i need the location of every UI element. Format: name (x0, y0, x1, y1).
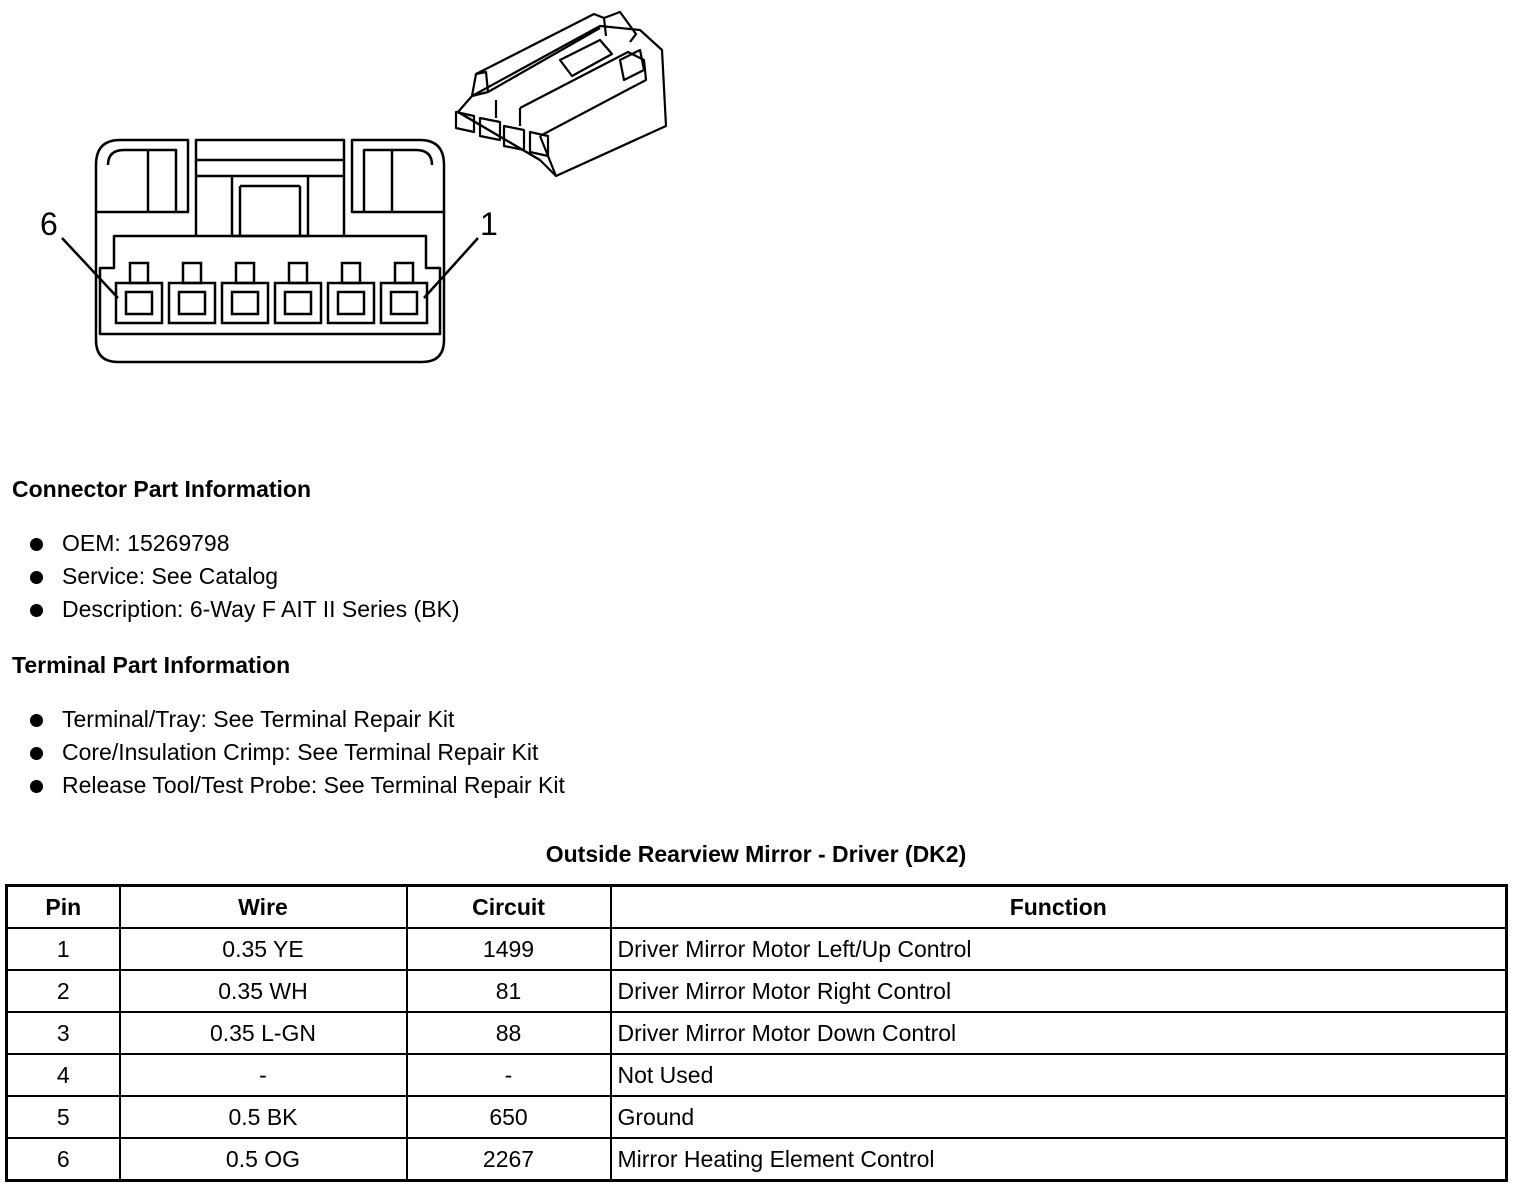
cell-circuit: 650 (405, 1095, 612, 1139)
cell-circuit: 1499 (405, 927, 612, 971)
cell-pin: 3 (5, 1011, 121, 1055)
bullet-icon (30, 780, 43, 793)
cell-function: Driver Mirror Motor Left/Up Control (609, 927, 1508, 971)
header-circuit: Circuit (405, 884, 612, 929)
terminal-info-heading: Terminal Part Information (12, 652, 291, 678)
connector-diagram: 6 1 (0, 0, 700, 400)
cavity-6 (114, 261, 164, 325)
cell-function: Driver Mirror Motor Down Control (609, 1011, 1508, 1055)
cell-function: Mirror Heating Element Control (609, 1137, 1508, 1182)
release-tool-item: Release Tool/Test Probe: See Terminal Re… (62, 772, 565, 798)
cell-wire: - (118, 1053, 408, 1097)
pin-6-label: 6 (40, 206, 58, 242)
list-item: Core/Insulation Crimp: See Terminal Repa… (30, 736, 565, 769)
table-title: Outside Rearview Mirror - Driver (DK2) (545, 841, 967, 867)
cell-pin: 6 (5, 1137, 121, 1182)
pinout-table: Pin Wire Circuit Function 1 0.35 YE 1499… (5, 884, 1508, 1182)
bullet-icon (30, 538, 43, 551)
cavity-2 (326, 261, 376, 325)
list-item: Service: See Catalog (30, 560, 460, 593)
cell-circuit: 81 (405, 969, 612, 1013)
pin-1-label: 1 (480, 206, 498, 242)
table-row: 5 0.5 BK 650 Ground (5, 1095, 1508, 1139)
cell-function: Driver Mirror Motor Right Control (609, 969, 1508, 1013)
cell-circuit: 88 (405, 1011, 612, 1055)
list-item: OEM: 15269798 (30, 527, 460, 560)
table-row: 1 0.35 YE 1499 Driver Mirror Motor Left/… (5, 927, 1508, 971)
cell-circuit: - (405, 1053, 612, 1097)
terminal-info-list: Terminal/Tray: See Terminal Repair Kit C… (30, 703, 565, 802)
oem-item: OEM: 15269798 (62, 530, 230, 556)
connector-face-drawing (61, 10, 668, 364)
service-item: Service: See Catalog (62, 563, 279, 589)
bullet-icon (30, 747, 43, 760)
list-item: Description: 6-Way F AIT II Series (BK) (30, 593, 460, 626)
cell-pin: 4 (5, 1053, 121, 1097)
bullet-icon (30, 714, 43, 727)
cell-function: Ground (609, 1095, 1508, 1139)
bullet-icon (30, 571, 43, 584)
cell-pin: 1 (5, 927, 121, 971)
cell-wire: 0.35 L-GN (118, 1011, 408, 1055)
table-row: 2 0.35 WH 81 Driver Mirror Motor Right C… (5, 969, 1508, 1013)
list-item: Terminal/Tray: See Terminal Repair Kit (30, 703, 565, 736)
cavity-5 (167, 261, 217, 325)
cavity-1 (379, 261, 429, 325)
header-wire: Wire (118, 884, 408, 929)
bullet-icon (30, 604, 43, 617)
cell-pin: 5 (5, 1095, 121, 1139)
cell-wire: 0.5 OG (118, 1137, 408, 1182)
cell-wire: 0.5 BK (118, 1095, 408, 1139)
connector-info-heading: Connector Part Information (12, 476, 312, 502)
cell-function: Not Used (609, 1053, 1508, 1097)
cell-circuit: 2267 (405, 1137, 612, 1182)
list-item: Release Tool/Test Probe: See Terminal Re… (30, 769, 565, 802)
terminal-tray-item: Terminal/Tray: See Terminal Repair Kit (62, 706, 455, 732)
connector-isometric-drawing (454, 10, 668, 178)
table-header-row: Pin Wire Circuit Function (5, 884, 1508, 929)
table-row: 6 0.5 OG 2267 Mirror Heating Element Con… (5, 1137, 1508, 1182)
table-row: 3 0.35 L-GN 88 Driver Mirror Motor Down … (5, 1011, 1508, 1055)
header-function: Function (609, 884, 1508, 929)
cell-pin: 2 (5, 969, 121, 1013)
header-pin: Pin (5, 884, 121, 929)
crimp-item: Core/Insulation Crimp: See Terminal Repa… (62, 739, 539, 765)
cell-wire: 0.35 WH (118, 969, 408, 1013)
cell-wire: 0.35 YE (118, 927, 408, 971)
connector-info-list: OEM: 15269798 Service: See Catalog Descr… (30, 527, 460, 626)
description-item: Description: 6-Way F AIT II Series (BK) (62, 596, 460, 622)
table-row: 4 - - Not Used (5, 1053, 1508, 1097)
cavity-4 (220, 261, 270, 325)
cavity-3 (273, 261, 323, 325)
